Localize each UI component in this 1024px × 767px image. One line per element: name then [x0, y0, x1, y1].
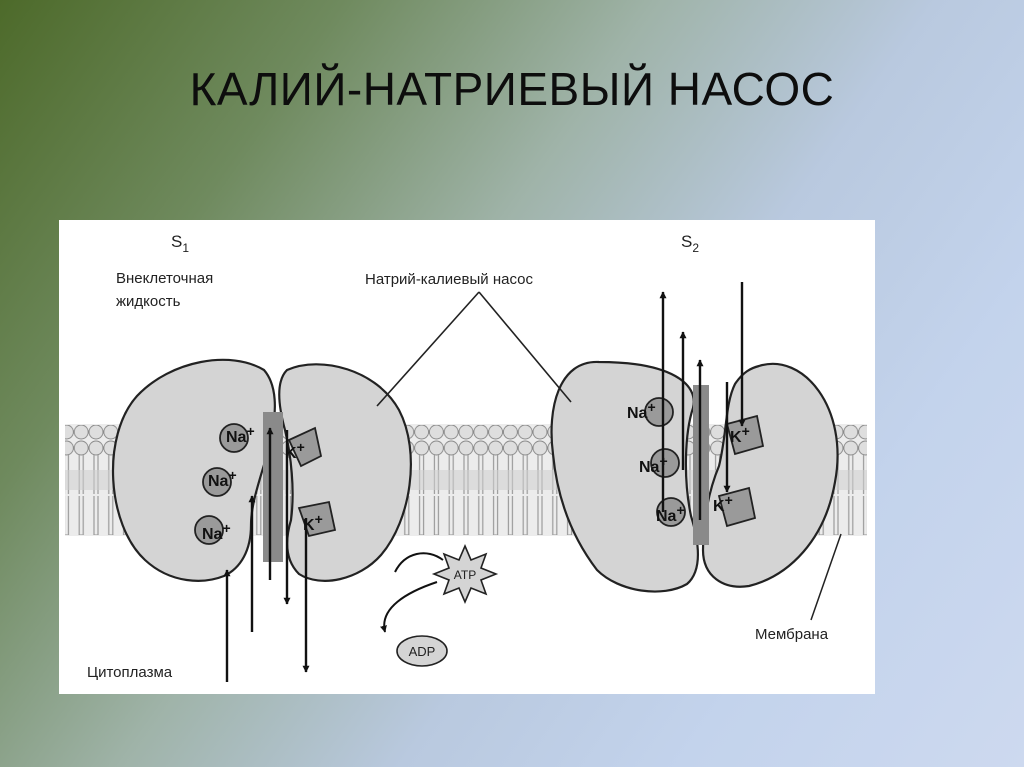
adp-ellipse-shape	[396, 635, 448, 667]
arrows-s2	[659, 282, 746, 520]
adp-label: ADP	[409, 644, 436, 659]
atp-hydrolysis	[380, 543, 499, 667]
membrane-callout-line	[810, 533, 842, 621]
na-ion-s2-1: Na+	[627, 399, 656, 422]
na-ion-s1-3: Na+	[202, 520, 231, 543]
state-s1-label: S1	[171, 232, 189, 255]
extracellular-label-line2: жидкость	[116, 293, 181, 310]
pump-label: Натрий-калиевый насос	[365, 271, 533, 288]
k-ion-s2-1: K+	[730, 423, 750, 446]
pump-s1	[111, 358, 412, 582]
pump-diagram: S1 S2 Внеклеточная жидкость Натрий-калие…	[59, 220, 875, 694]
atp-label: ATP	[454, 568, 476, 582]
slide-title: КАЛИЙ-НАТРИЕВЫЙ НАСОС	[189, 63, 835, 115]
k-ion-s1-2: K+	[303, 511, 323, 534]
atp-burst-shape	[431, 543, 499, 605]
na-ion-s2-3: Na+	[656, 502, 685, 525]
k-ion-s2-2: K+	[713, 492, 733, 515]
na-ion-s1-1: Na+	[226, 423, 255, 446]
k-ion-s1-1: K+	[285, 439, 305, 462]
na-ion-s1-2: Na+	[208, 467, 237, 490]
pump-s2	[550, 360, 839, 593]
state-s2-label: S2	[681, 232, 699, 255]
na-ion-s2-2: Na+	[639, 453, 668, 476]
pump-callout-lines	[376, 291, 572, 407]
membrane-label: Мембрана	[755, 626, 829, 643]
extracellular-label-line1: Внеклеточная	[116, 270, 213, 287]
cytoplasm-label: Цитоплазма	[87, 664, 173, 681]
arrows-s1	[223, 427, 310, 682]
